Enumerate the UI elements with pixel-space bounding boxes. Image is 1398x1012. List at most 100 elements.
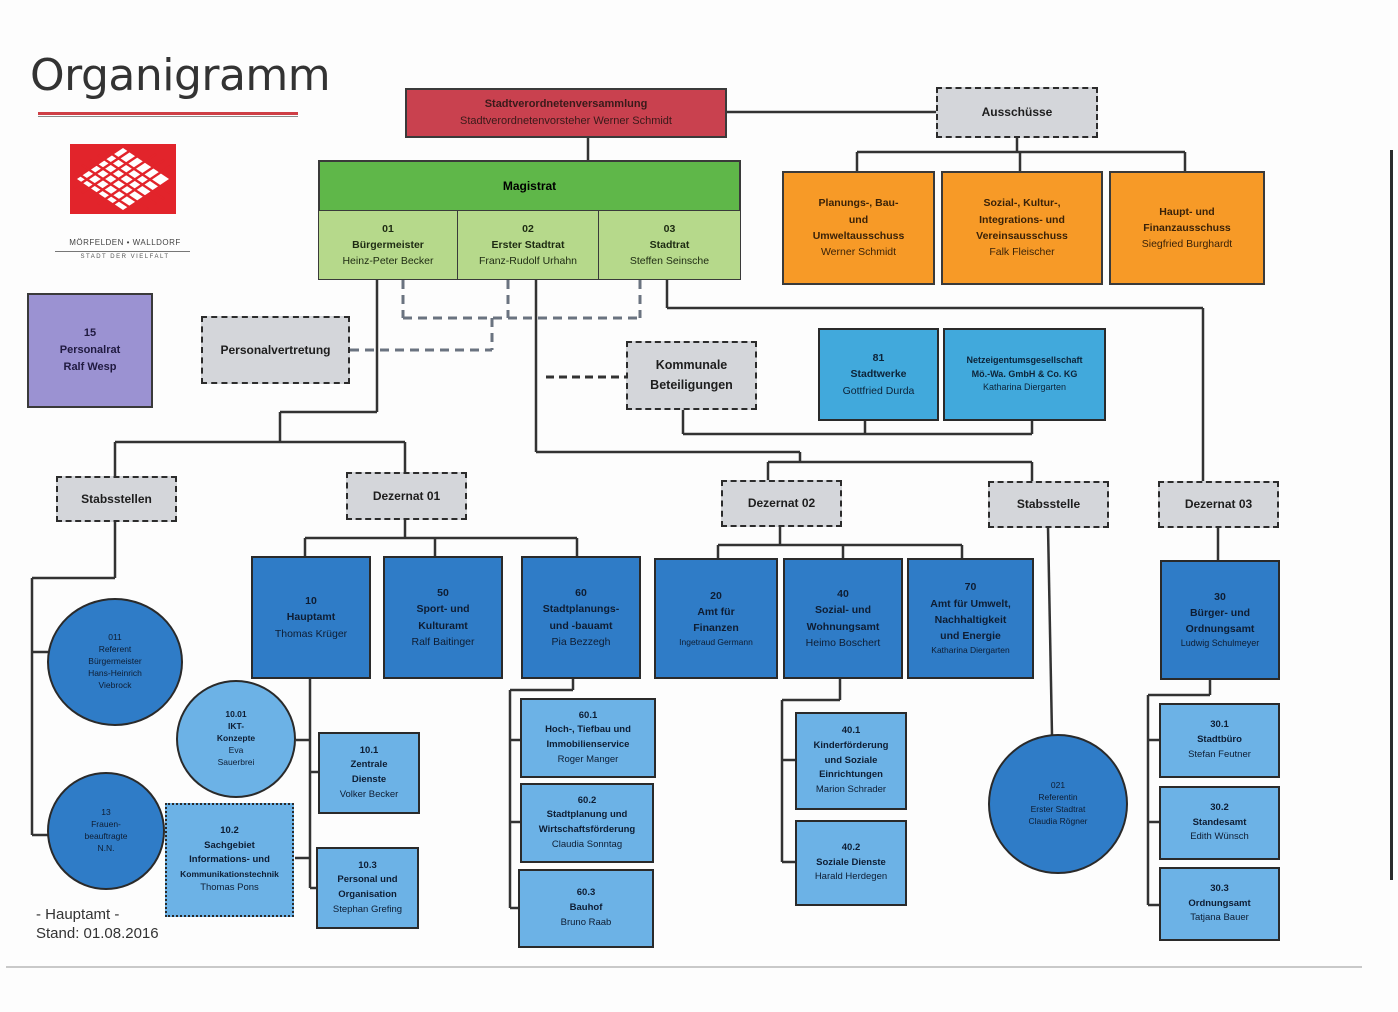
amt-head: Ludwig Schulmeyer	[1180, 638, 1260, 649]
unit-title: Ordnungsamt	[1188, 897, 1251, 909]
member-role: Stadtrat	[649, 238, 690, 251]
magistrat-member-01: 01 Bürgermeister Heinz-Peter Becker	[318, 210, 458, 280]
unit-number: 60.3	[576, 887, 596, 899]
unit-title: Hoch-, Tiefbau und	[545, 724, 631, 736]
circle-line: N.N.	[97, 842, 115, 853]
unit-title: Soziale Dienste	[816, 856, 886, 868]
circle-line: Referentin	[1038, 792, 1078, 803]
unit-40-1: 40.1 Kinderförderung und Soziale Einrich…	[795, 712, 907, 810]
member-name: Heinz-Peter Becker	[342, 255, 434, 268]
ikt-konzepte-circle: 10.01 IKT- Konzepte Eva Sauerbrei	[176, 680, 296, 798]
unit-head: Thomas Pons	[200, 882, 259, 894]
city-motto: STADT DER VIELFALT	[80, 254, 170, 260]
committee-line: Sozial-, Kultur-,	[983, 197, 1061, 210]
personalrat-number: 15	[83, 326, 97, 339]
stadtwerke-name: Gottfried Durda	[842, 384, 915, 397]
magistrat-box: Magistrat	[318, 160, 741, 212]
unit-10-1: 10.1 Zentrale Dienste Volker Becker	[318, 732, 420, 814]
circle-line: Eva	[228, 744, 244, 755]
unit-30-2: 30.2 Standesamt Edith Wünsch	[1159, 786, 1280, 860]
personalvertretung-title: Personalvertretung	[220, 342, 331, 357]
netzgesellschaft-box: Netzeigentumsgesellschaft Mö.-Wa. GmbH &…	[943, 328, 1106, 421]
amt-number: 50	[437, 586, 449, 599]
magistrat-title: Magistrat	[502, 178, 557, 193]
stadtwerke-number: 81	[872, 352, 885, 365]
circle-line: Erster Stadtrat	[1030, 804, 1086, 814]
circle-line: Hans-Heinrich	[88, 667, 142, 678]
amt-40-sozial-wohnung: 40 Sozial- und Wohnungsamt Heimo Boscher…	[783, 558, 903, 679]
unit-head: Marion Schrader	[815, 784, 887, 796]
committee-chair: Siegfried Burghardt	[1141, 238, 1233, 251]
amt-title: Amt für Umwelt,	[930, 597, 1011, 610]
footer-date: Stand: 01.08.2016	[36, 924, 159, 942]
unit-number: 30.2	[1210, 801, 1229, 813]
magistrat-member-03: 03 Stadtrat Steffen Seinsche	[598, 210, 741, 280]
unit-number: 40.1	[841, 725, 861, 737]
unit-head: Volker Becker	[339, 788, 399, 800]
unit-60-2: 60.2 Stadtplanung und Wirtschaftsförderu…	[520, 783, 654, 863]
member-role: Bürgermeister	[352, 238, 424, 251]
circle-line: Bürgermeister	[88, 656, 142, 667]
unit-title: Organisation	[338, 889, 397, 900]
city-logo	[70, 144, 176, 214]
dezernat-03-title: Dezernat 03	[1184, 497, 1253, 512]
amt-50-sport-kultur: 50 Sport- und Kulturamt Ralf Baitinger	[383, 556, 503, 679]
unit-title: Zentrale	[350, 759, 388, 771]
amt-number: 40	[837, 587, 849, 600]
amt-number: 20	[710, 589, 722, 602]
dezernat-03-box: Dezernat 03	[1158, 481, 1279, 528]
unit-number: 60.1	[578, 709, 598, 721]
committee-social: Sozial-, Kultur-, Integrations- und Vere…	[941, 171, 1103, 285]
amt-head: Pia Bezzegh	[551, 635, 611, 648]
page-title: Organigramm	[30, 50, 331, 101]
circle-number: 021	[1050, 780, 1066, 791]
unit-title: Stadtplanung und	[546, 809, 628, 821]
amt-title: Finanzen	[693, 622, 739, 635]
amt-title: Hauptamt	[286, 611, 336, 624]
amt-30-buerger-ordnung: 30 Bürger- und Ordnungsamt Ludwig Schulm…	[1160, 560, 1280, 680]
unit-title: Einrichtungen	[819, 769, 883, 781]
amt-20-finanzen: 20 Amt für Finanzen Ingetraud Germann	[654, 558, 778, 679]
amt-number: 60	[575, 586, 587, 599]
netz-line: Mö.-Wa. GmbH & Co. KG	[971, 368, 1078, 379]
dezernat-02-title: Dezernat 02	[747, 496, 816, 511]
amt-10-hauptamt: 10 Hauptamt Thomas Krüger	[251, 556, 371, 679]
member-name: Franz-Rudolf Urhahn	[478, 255, 578, 268]
circle-line: Claudia Rögner	[1028, 815, 1088, 826]
unit-number: 10.3	[358, 859, 377, 871]
unit-title: Kommunikationstechnik	[180, 869, 279, 880]
amt-title: Sport- und	[416, 603, 470, 616]
amt-number: 70	[964, 581, 977, 594]
unit-30-1: 30.1 Stadtbüro Stefan Feutner	[1159, 703, 1280, 778]
unit-30-3: 30.3 Ordnungsamt Tatjana Bauer	[1159, 867, 1280, 941]
circle-number: 10.01	[225, 709, 247, 720]
amt-title: Nachhaltigkeit	[934, 613, 1007, 626]
amt-70-umwelt: 70 Amt für Umwelt, Nachhaltigkeit und En…	[907, 558, 1034, 679]
unit-60-3: 60.3 Bauhof Bruno Raab	[518, 869, 654, 948]
amt-title: Ordnungsamt	[1185, 623, 1255, 636]
unit-title: Bauhof	[569, 902, 603, 914]
dezernat-01-title: Dezernat 01	[372, 488, 441, 503]
unit-10-3: 10.3 Personal und Organisation Stephan G…	[316, 847, 419, 929]
title-underline-thin	[38, 116, 298, 117]
city-divider	[55, 251, 190, 252]
amt-60-stadtplanung: 60 Stadtplanungs- und -bauamt Pia Bezzeg…	[521, 556, 641, 679]
unit-title: Kinderförderung	[813, 739, 889, 751]
stabsstelle-box: Stabsstelle	[988, 481, 1109, 528]
stadtwerke-title: Stadtwerke	[850, 368, 907, 381]
referentin-erster-stadtrat-circle: 021 Referentin Erster Stadtrat Claudia R…	[988, 734, 1128, 874]
unit-title: Personal und	[337, 874, 398, 886]
magistrat-member-02: 02 Erster Stadtrat Franz-Rudolf Urhahn	[457, 210, 599, 280]
unit-number: 30.1	[1210, 719, 1229, 731]
unit-number: 30.3	[1210, 882, 1229, 894]
netz-line: Netzeigentumsgesellschaft	[966, 354, 1083, 365]
committee-line: Haupt- und	[1159, 205, 1215, 218]
committee-finance: Haupt- und Finanzausschuss Siegfried Bur…	[1109, 171, 1265, 285]
unit-head: Stephan Grefing	[332, 903, 403, 915]
beteiligungen-line: Beteiligungen	[650, 377, 733, 392]
netz-name: Katharina Diergarten	[982, 382, 1067, 393]
amt-head: Thomas Krüger	[274, 627, 348, 640]
unit-title: Dienste	[351, 774, 387, 785]
circle-line: IKT-	[227, 721, 245, 732]
